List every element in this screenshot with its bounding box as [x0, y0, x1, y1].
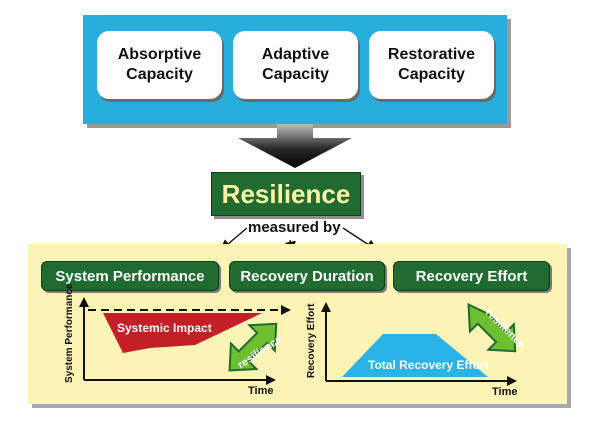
- absorptive-capacity-box: Absorptive Capacity: [97, 31, 222, 99]
- performance-y-label: System Performance: [64, 283, 75, 383]
- capacities-panel: Absorptive Capacity Adaptive Capacity Re…: [83, 15, 507, 124]
- effort-y-arrowhead: [321, 302, 331, 312]
- adaptive-capacity-box: Adaptive Capacity: [233, 31, 358, 99]
- restorative-capacity-box: Restorative Capacity: [369, 31, 494, 99]
- total-recovery-effort-area: [342, 334, 488, 377]
- performance-x-arrowhead: [266, 375, 276, 385]
- resilience-arrow-performance: [228, 322, 278, 372]
- effort-y-label: Recovery Effort: [306, 303, 317, 378]
- recovery-duration-box: Recovery Duration: [229, 261, 385, 291]
- measured-by-label: measured by: [248, 219, 341, 236]
- systemic-impact-area: [103, 313, 262, 353]
- effort-x-arrowhead: [507, 376, 517, 386]
- effort-x-label: Time: [492, 386, 517, 398]
- performance-y-arrowhead: [79, 297, 89, 307]
- total-recovery-effort-label: Total Recovery Effort: [368, 358, 488, 372]
- resilience-box: Resilience: [211, 172, 361, 216]
- systemic-impact-label: Systemic Impact: [117, 321, 212, 335]
- performance-plot: Systemic Impact System Performance Time: [64, 283, 291, 397]
- baseline-arrowhead: [281, 305, 291, 315]
- resilience-arrow-effort: [467, 302, 517, 353]
- effort-plot: Total Recovery Effort Recovery Effort Ti…: [306, 302, 517, 398]
- system-performance-box: System Performance: [41, 261, 219, 291]
- performance-x-label: Time: [248, 385, 273, 397]
- recovery-effort-box: Recovery Effort: [393, 261, 550, 291]
- big-down-arrow: [238, 124, 352, 168]
